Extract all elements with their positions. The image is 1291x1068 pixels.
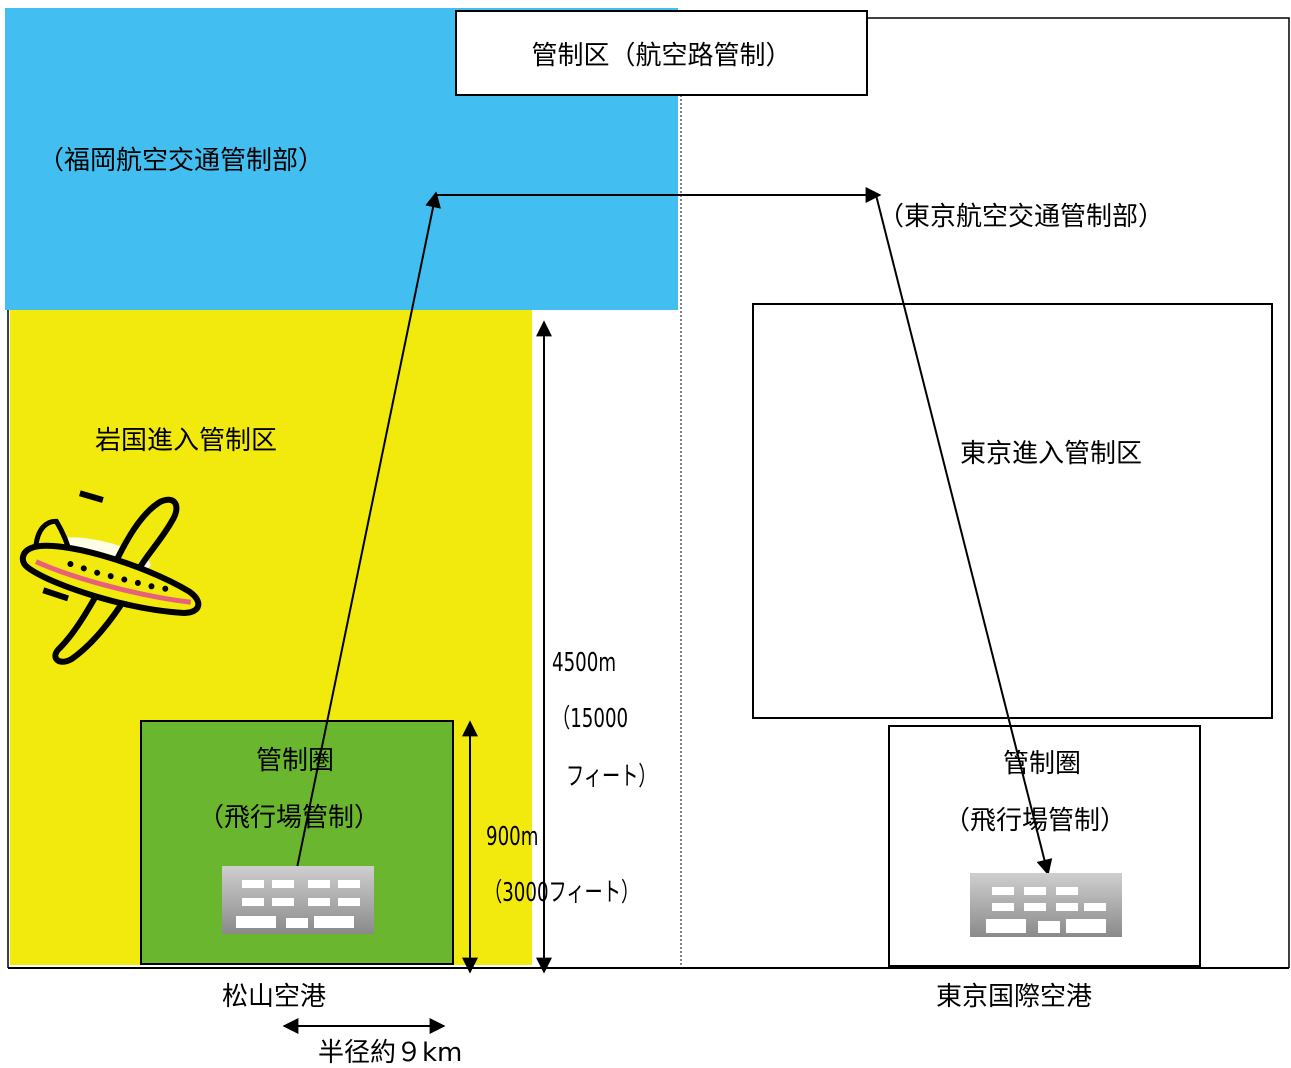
- airplane-icon: [19, 490, 202, 665]
- control-area-title-box: 管制区（航空路管制）: [455, 10, 868, 96]
- route-climb-arrow: [296, 191, 441, 869]
- approach-altitude-feet-1: （15000: [552, 704, 629, 734]
- approach-altitude-feet-2: フィート）: [566, 762, 657, 792]
- tokyo-zone-title: 管制圏: [1003, 749, 1082, 779]
- control-area-label: 管制区（航空路管制）: [531, 40, 792, 71]
- fukuoka-acc-label: （福岡航空交通管制部）: [38, 146, 325, 176]
- matsuyama-zone-subtitle: （飛行場管制）: [198, 803, 381, 833]
- airport-building-icon: [222, 866, 374, 934]
- airport-building-icon: [970, 873, 1122, 937]
- zone-altitude-meters: 900m: [486, 822, 539, 852]
- tokyo-zone-subtitle: （飛行場管制）: [944, 806, 1127, 836]
- tokyo-approach-region: [752, 303, 1273, 719]
- tokyo-airport-label: 東京国際空港: [936, 982, 1093, 1012]
- approach-altitude-meters: 4500m: [552, 648, 617, 678]
- route-descent-arrow: [875, 194, 1053, 876]
- matsuyama-zone-title: 管制圏: [256, 746, 335, 776]
- zone-altitude-feet: （3000フィート）: [484, 878, 640, 908]
- iwakuni-approach-label: 岩国進入管制区: [95, 426, 278, 456]
- matsuyama-airport-label: 松山空港: [222, 982, 327, 1012]
- tokyo-acc-boundary: [868, 17, 1290, 968]
- tokyo-acc-label: （東京航空交通管制部）: [878, 202, 1165, 232]
- tokyo-approach-label: 東京進入管制区: [960, 439, 1143, 469]
- radius-label: 半径約９km: [318, 1038, 463, 1068]
